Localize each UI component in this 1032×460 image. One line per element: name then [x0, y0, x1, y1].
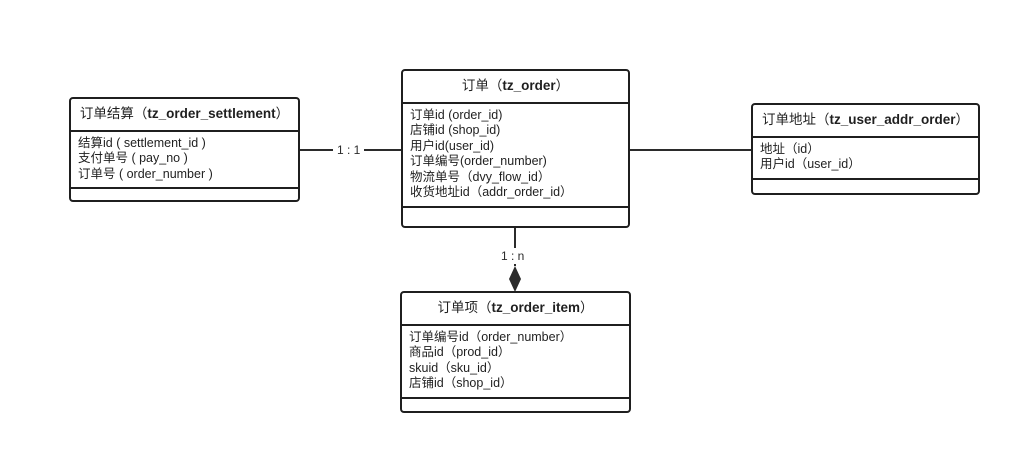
field-row: 用户id(user_id)	[410, 138, 495, 153]
field-row: 订单id (order_id)	[410, 107, 503, 122]
entity-title-cn-order: 订单	[461, 78, 489, 93]
entity-fields-order: 订单id (order_id) 店铺id (shop_id) 用户id(user…	[403, 104, 628, 208]
entity-title-cn-user-addr-order: 订单地址	[761, 112, 816, 127]
field-row: 用户id（user_id）	[760, 157, 861, 171]
entity-title-paren-close-3: ）	[580, 300, 594, 315]
entity-fields-order-settlement: 结算id ( settlement_id ) 支付单号 ( pay_no ) 订…	[71, 132, 298, 189]
field-row: 店铺id (shop_id)	[410, 123, 501, 137]
edge-label-settlement-to-order: 1 : 1	[333, 142, 365, 158]
entity-title-paren-close-1: ）	[555, 78, 570, 93]
entity-title-order: 订单（tz_order）	[403, 71, 628, 104]
entity-title-table-order-item: tz_order_item	[491, 300, 581, 315]
entity-title-paren-close-2: ）	[955, 112, 970, 127]
edge-order-to-address	[629, 149, 752, 151]
field-row: 订单编号(order_number)	[410, 154, 547, 168]
entity-order[interactable]: 订单（tz_order） 订单id (order_id) 店铺id (shop_…	[401, 69, 630, 228]
entity-title-paren-open-0: （	[133, 106, 148, 121]
entity-title-order-item: 订单项（tz_order_item）	[402, 293, 629, 326]
entity-title-order-settlement: 订单结算（tz_order_settlement）	[71, 99, 298, 132]
field-row: 收货地址id（addr_order_id）	[410, 185, 573, 199]
entity-fields-order-item: 订单编号id（order_number） 商品id（prod_id） skuid…	[402, 326, 629, 399]
entity-title-cn-order-item: 订单项	[437, 300, 478, 315]
field-row: 物流单号（dvy_flow_id）	[410, 169, 551, 184]
entity-footer-order	[403, 208, 628, 227]
field-row: 店铺id（shop_id）	[409, 376, 513, 390]
field-row: 订单号 ( order_number )	[78, 166, 213, 181]
entity-title-table-user-addr-order: tz_user_addr_order	[829, 112, 956, 127]
entity-title-paren-open-2: （	[815, 112, 830, 127]
entity-title-table-order-settlement: tz_order_settlement	[147, 106, 276, 121]
field-row: skuid（sku_id）	[409, 360, 500, 375]
field-row: 结算id ( settlement_id )	[78, 135, 206, 150]
field-row: 订单编号id（order_number）	[409, 329, 573, 344]
entity-title-paren-close-0: ）	[275, 106, 290, 121]
entity-title-paren-open-3: （	[477, 300, 492, 315]
entity-order-settlement[interactable]: 订单结算（tz_order_settlement） 结算id ( settlem…	[69, 97, 300, 202]
edge-label-order-to-item: 1 : n	[497, 248, 529, 264]
field-row: 商品id（prod_id）	[409, 345, 511, 359]
entity-title-cn-order-settlement: 订单结算	[79, 106, 134, 121]
entity-title-user-addr-order: 订单地址（tz_user_addr_order）	[753, 105, 978, 138]
entity-order-item[interactable]: 订单项（tz_order_item） 订单编号id（order_number） …	[400, 291, 631, 413]
entity-footer-user-addr-order	[753, 180, 978, 198]
entity-footer-order-settlement	[71, 189, 298, 207]
entity-title-table-order: tz_order	[502, 78, 556, 93]
edge-order-to-item	[514, 228, 516, 266]
entity-user-addr-order[interactable]: 订单地址（tz_user_addr_order） 地址（id） 用户id（use…	[751, 103, 980, 195]
entity-footer-order-item	[402, 399, 629, 417]
field-row: 地址（id）	[760, 141, 820, 156]
entity-title-paren-open-1: （	[488, 78, 503, 93]
entity-fields-user-addr-order: 地址（id） 用户id（user_id）	[753, 138, 978, 180]
field-row: 支付单号 ( pay_no )	[78, 151, 188, 165]
